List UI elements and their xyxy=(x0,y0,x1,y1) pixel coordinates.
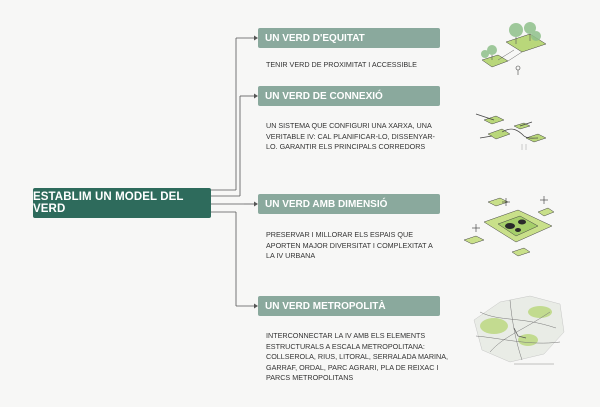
branch-connexio-desc: UN SISTEMA QUE CONFIGURI UNA XARXA, UNA … xyxy=(266,121,458,153)
branch-title: UN VERD DE CONNEXIÓ xyxy=(265,90,383,102)
proximity-park-illustration xyxy=(481,22,547,75)
desc-line: ESTRUCTURALS A ESCALA METROPOLITANA: xyxy=(266,341,425,351)
branch-title: UN VERD AMB DIMENSIÓ xyxy=(265,198,388,210)
green-network-illustration xyxy=(475,113,547,150)
desc-line: PARCS METROPOLITANS xyxy=(266,373,354,382)
branch-dimensio-desc: PRESERVAR I MILLORAR ELS ESPAIS QUE APOR… xyxy=(266,230,458,262)
branch-dimensio: UN VERD AMB DIMENSIÓ xyxy=(258,194,440,214)
desc-line: INTERCONNECTAR LA IV AMB ELS ELEMENTS xyxy=(266,331,426,340)
desc-line: UN SISTEMA QUE CONFIGURI UNA XARXA, UNA xyxy=(266,121,432,130)
branch-equitat-desc: TENIR VERD DE PROXIMITAT I ACCESSIBLE xyxy=(266,60,458,71)
desc-line: LO. GARANTIR ELS PRINCIPALS CORREDORS xyxy=(266,142,426,151)
branch-equitat: UN VERD D'EQUITAT xyxy=(258,28,440,48)
branch-metropolita: UN VERD METROPOLITÀ xyxy=(258,296,440,316)
desc-line: TENIR VERD DE PROXIMITAT I ACCESSIBLE xyxy=(266,60,417,69)
desc-line: GARRAF, ORDAL, PARC AGRARI, PLA DE REIXA… xyxy=(266,362,439,372)
desc-line: COLLSEROLA, RIUS, LITORAL, SERRALADA MAR… xyxy=(266,352,449,361)
branch-title: UN VERD D'EQUITAT xyxy=(265,32,365,44)
metropolitan-map-illustration xyxy=(473,295,565,365)
desc-line: PRESERVAR I MILLORAR ELS ESPAIS QUE xyxy=(266,230,413,239)
branch-connexio: UN VERD DE CONNEXIÓ xyxy=(258,86,440,106)
root-node: ESTABLIM UN MODEL DEL VERD xyxy=(33,188,211,218)
desc-line: LA IV URBANA xyxy=(266,251,316,260)
desc-line: APORTEN MAJOR DIVERSITAT I COMPLEXITAT A xyxy=(266,240,433,250)
branch-title: UN VERD METROPOLITÀ xyxy=(265,300,386,312)
root-label: ESTABLIM UN MODEL DEL VERD xyxy=(33,191,184,215)
branch-metropolita-desc: INTERCONNECTAR LA IV AMB ELS ELEMENTS ES… xyxy=(266,331,458,384)
desc-line: VERITABLE IV: CAL PLANIFICAR-LO, DISSENY… xyxy=(266,131,435,141)
biodiversity-area-illustration xyxy=(463,196,555,257)
